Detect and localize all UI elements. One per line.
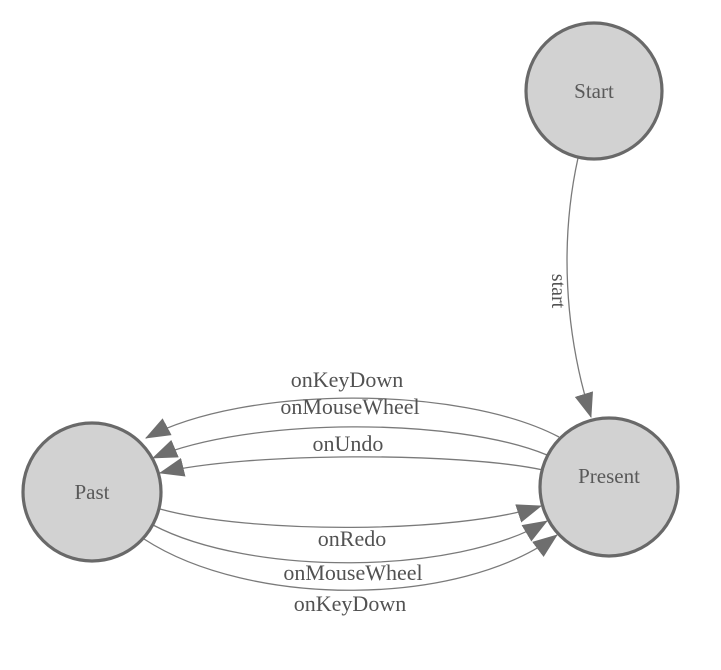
- state-node-present-label: Present: [578, 464, 640, 488]
- edge-label-present-past-onundo: onUndo: [313, 431, 384, 456]
- edge-label-start: start: [547, 274, 569, 309]
- state-node-present[interactable]: Present: [538, 416, 680, 558]
- edge-label-past-present-onmousewheel: onMouseWheel: [283, 560, 422, 585]
- state-node-start-label: Start: [574, 79, 614, 103]
- edge-present-to-past-onkeydown: [145, 397, 560, 439]
- state-node-past-circle[interactable]: [21, 421, 163, 563]
- edge-label-past-present-onkeydown: onKeyDown: [294, 591, 406, 616]
- edge-present-to-past-onundo: [158, 456, 544, 477]
- edge-past-to-present-onredo: [159, 504, 542, 529]
- edge-label-past-present-onredo: onRedo: [318, 526, 386, 551]
- state-node-past[interactable]: Past: [21, 421, 163, 563]
- state-node-start-circle[interactable]: [524, 21, 664, 161]
- state-node-present-circle[interactable]: [538, 416, 680, 558]
- edge-past-to-present-onmousewheel: [152, 520, 548, 564]
- edge-start-to-present: [566, 157, 593, 418]
- edge-label-present-past-onkeydown: onKeyDown: [291, 367, 403, 392]
- edge-past-to-present-onkeydown: [143, 534, 558, 591]
- state-node-start[interactable]: Start: [524, 21, 664, 161]
- edge-label-present-past-onmousewheel: onMouseWheel: [280, 394, 419, 419]
- state-node-past-label: Past: [74, 480, 109, 504]
- edge-present-to-past-onmousewheel: [152, 426, 548, 459]
